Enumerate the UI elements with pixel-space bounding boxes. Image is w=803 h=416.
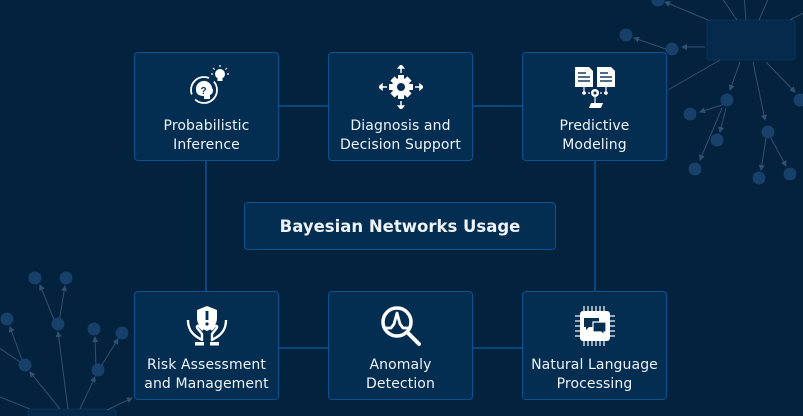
card-label: Probabilistic Inference	[135, 117, 278, 155]
decor-network-bottom-left	[0, 284, 133, 416]
shield-hands-icon	[186, 306, 227, 346]
card-label-line: Anomaly	[369, 357, 432, 373]
card-label-line: Inference	[173, 137, 240, 153]
card-label-line: Risk Assessment	[147, 357, 266, 373]
diagram-title-box: Bayesian Networks Usage	[244, 202, 556, 250]
card-label: Anomaly Detection	[329, 356, 472, 394]
card-label-line: Predictive	[559, 118, 630, 134]
decor-nodes-bottom-left	[0, 271, 129, 377]
svg-text:?: ?	[200, 86, 206, 97]
brain-question-lightbulb-icon: ?	[189, 65, 229, 104]
card-label-line: and Management	[144, 376, 269, 392]
card-label-line: Diagnosis and	[350, 118, 451, 134]
card-label-line: Natural Language	[531, 357, 658, 373]
documents-gear-icon	[574, 67, 615, 108]
card-label-line: Probabilistic	[163, 118, 250, 134]
card-label-line: Processing	[556, 376, 633, 392]
card-risk-assessment-management[interactable]: Risk Assessment and Management	[134, 291, 279, 400]
gear-arrows-icon	[378, 65, 423, 109]
decor-nodes-top-right	[619, 0, 803, 185]
diagram-title: Bayesian Networks Usage	[279, 216, 521, 236]
card-label-line: Decision Support	[340, 137, 461, 153]
chip-chat-icon	[574, 306, 615, 346]
card-label: Natural Language Processing	[523, 356, 666, 394]
card-predictive-modeling[interactable]: Predictive Modeling	[522, 52, 667, 161]
magnifier-spike-icon	[380, 306, 421, 346]
card-anomaly-detection[interactable]: Anomaly Detection	[328, 291, 473, 400]
card-label: Diagnosis and Decision Support	[329, 117, 472, 155]
card-connectors	[205, 105, 596, 349]
card-diagnosis-decision-support[interactable]: Diagnosis and Decision Support	[328, 52, 473, 161]
card-label-line: Modeling	[562, 137, 627, 153]
card-label-line: Detection	[366, 376, 435, 392]
card-label: Predictive Modeling	[523, 117, 666, 155]
card-label: Risk Assessment and Management	[135, 356, 278, 394]
card-natural-language-processing[interactable]: Natural Language Processing	[522, 291, 667, 400]
card-probabilistic-inference[interactable]: ? Probabilistic Inference	[134, 52, 279, 161]
decor-network-top-right	[633, 0, 803, 171]
